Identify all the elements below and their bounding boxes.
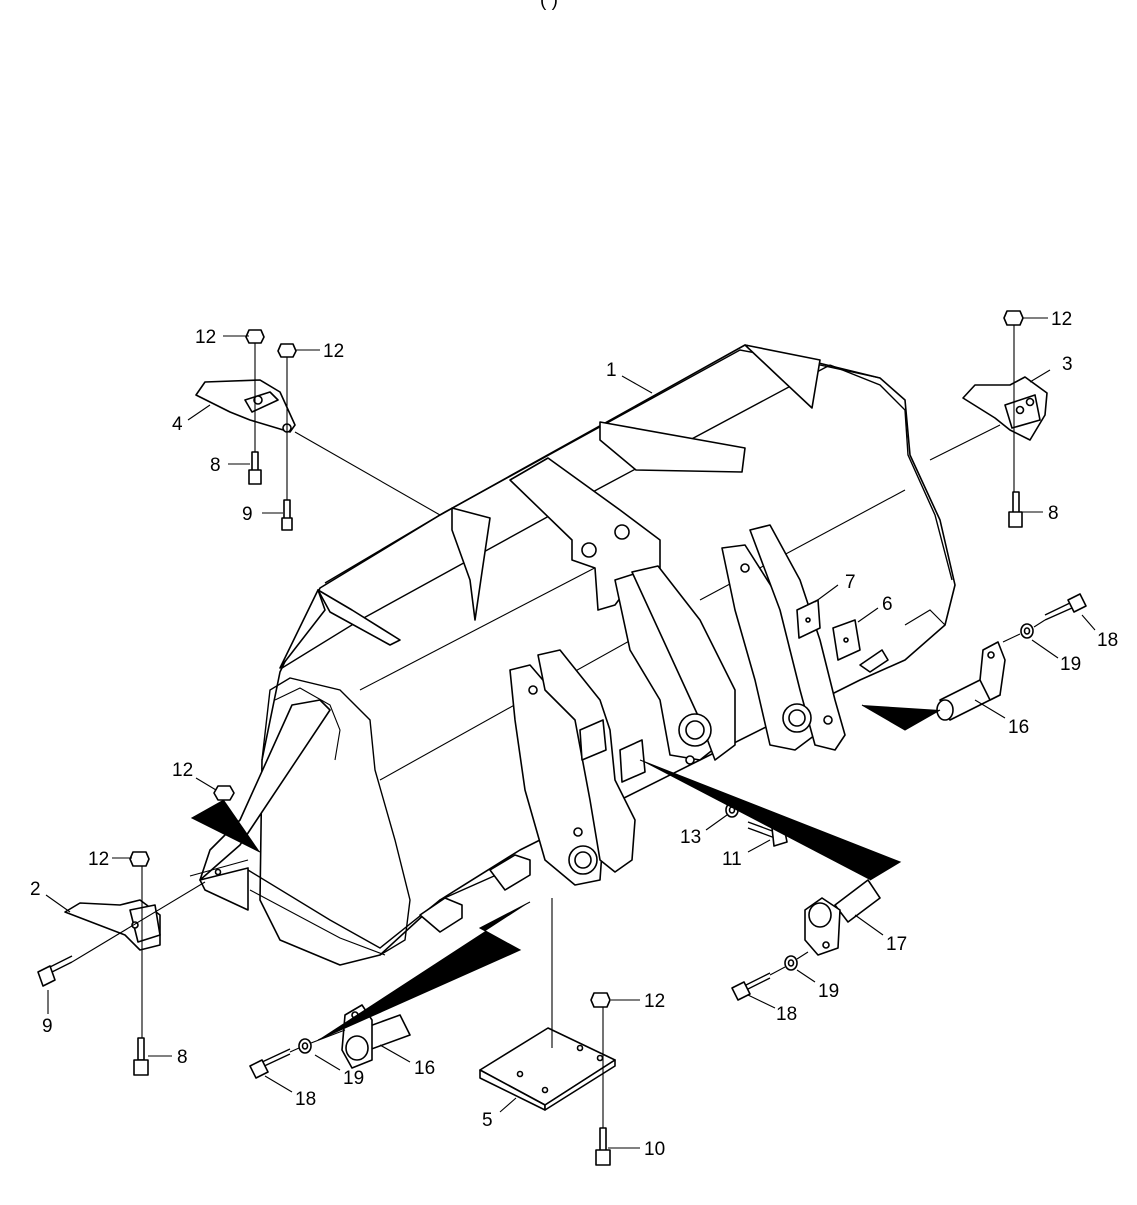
part-6-block bbox=[832, 619, 861, 661]
callout-18-right: 18 bbox=[1097, 630, 1118, 651]
part-7-plate bbox=[796, 599, 821, 639]
callout-18-middle: 18 bbox=[776, 1004, 797, 1025]
washers bbox=[298, 623, 1034, 1054]
bolt-8-upper-left bbox=[248, 451, 262, 485]
bolt-8-lower bbox=[133, 1037, 149, 1076]
right-hinge-brackets bbox=[721, 524, 846, 751]
callout-7: 7 bbox=[845, 572, 856, 593]
callout-12-a: 12 bbox=[195, 327, 216, 348]
callout-13: 13 bbox=[680, 827, 701, 848]
callout-11: 11 bbox=[722, 849, 742, 870]
top-wear-plates bbox=[279, 344, 821, 669]
bolt-18-right bbox=[1044, 593, 1087, 621]
callout-10: 10 bbox=[644, 1139, 665, 1160]
callout-12-f: 12 bbox=[644, 991, 665, 1012]
callout-9-lower: 9 bbox=[42, 1016, 53, 1037]
part-3-side-cutter bbox=[962, 376, 1048, 441]
callout-8-upper-left: 8 bbox=[210, 455, 221, 476]
part-16-pin-right bbox=[936, 641, 1006, 721]
callout-8-right: 8 bbox=[1048, 503, 1059, 524]
hinge-bosses bbox=[579, 719, 646, 783]
bolt-10 bbox=[595, 1127, 611, 1166]
callout-19-left: 19 bbox=[343, 1068, 364, 1089]
callout-12-d: 12 bbox=[172, 760, 193, 781]
callout-leaders bbox=[45, 317, 1096, 1149]
callout-3: 3 bbox=[1062, 354, 1073, 375]
part-17-pin bbox=[804, 879, 881, 956]
callout-6: 6 bbox=[882, 594, 893, 615]
callout-18-left: 18 bbox=[295, 1089, 316, 1110]
callout-2: 2 bbox=[30, 879, 41, 900]
nuts-12 bbox=[129, 310, 1024, 1008]
part-2-side-cutter bbox=[64, 899, 161, 951]
bolt-9-left bbox=[37, 955, 73, 987]
bucket-body bbox=[247, 344, 956, 966]
callout-19-right: 19 bbox=[1060, 654, 1081, 675]
assembly-lines bbox=[71, 325, 1046, 1128]
callout-9-upper: 9 bbox=[242, 504, 253, 525]
callout-labels: 1 2 3 4 5 6 7 8 8 8 9 9 10 11 12 12 12 1… bbox=[30, 309, 1118, 1160]
callout-5: 5 bbox=[482, 1110, 493, 1131]
callout-4: 4 bbox=[172, 414, 183, 435]
callout-8-lower: 8 bbox=[177, 1047, 188, 1068]
title-fragment: ( ) bbox=[540, 0, 558, 11]
callout-19-middle: 19 bbox=[818, 981, 839, 1002]
callout-16-left: 16 bbox=[414, 1058, 435, 1079]
callout-12-b: 12 bbox=[323, 341, 344, 362]
part-4-side-cutter bbox=[195, 379, 296, 433]
bolt-18-middle bbox=[731, 972, 771, 1001]
callout-17: 17 bbox=[886, 934, 907, 955]
callout-1: 1 bbox=[606, 360, 617, 381]
bolt-8-right bbox=[1008, 491, 1023, 528]
left-hinge-brackets bbox=[509, 649, 636, 886]
bolt-9-upper bbox=[281, 499, 293, 531]
bolt-18-left bbox=[249, 1048, 291, 1079]
callout-12-c: 12 bbox=[1051, 309, 1072, 330]
center-hinge bbox=[614, 565, 736, 765]
callout-12-e: 12 bbox=[88, 849, 109, 870]
callout-16-right: 16 bbox=[1008, 717, 1029, 738]
part-5-plate bbox=[479, 1027, 616, 1111]
